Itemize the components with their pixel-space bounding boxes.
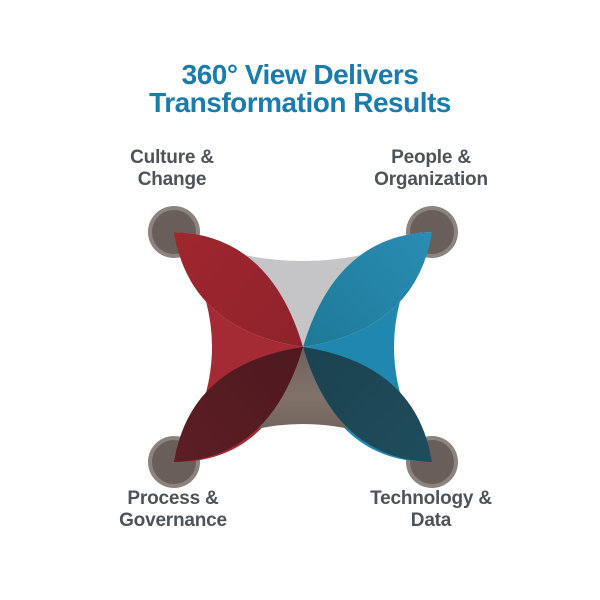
title-line-2: Transformation Results bbox=[149, 87, 451, 118]
petal-bottom-left bbox=[174, 347, 303, 462]
petal-top-left bbox=[174, 232, 303, 347]
petal-top-right bbox=[303, 232, 432, 347]
label-line: Data bbox=[410, 510, 452, 531]
label-line: Culture & bbox=[130, 147, 214, 168]
label-process-governance: Process & Governance bbox=[119, 488, 227, 532]
label-line: Process & bbox=[127, 488, 219, 509]
label-line: Technology & bbox=[370, 488, 492, 509]
label-people-organization: People & Organization bbox=[374, 147, 488, 191]
label-line: Change bbox=[137, 169, 207, 190]
label-line: Organization bbox=[374, 169, 488, 190]
label-line: Governance bbox=[119, 510, 227, 531]
label-technology-data: Technology & Data bbox=[370, 488, 492, 532]
label-culture-change: Culture & Change bbox=[130, 147, 214, 191]
region-bottom bbox=[174, 347, 432, 462]
region-top bbox=[174, 232, 432, 347]
petal-bottom-right bbox=[303, 347, 432, 462]
title-line-1: 360° View Delivers bbox=[181, 59, 419, 90]
page-title: 360° View Delivers Transformation Result… bbox=[149, 61, 451, 117]
label-line: People & bbox=[391, 147, 471, 168]
